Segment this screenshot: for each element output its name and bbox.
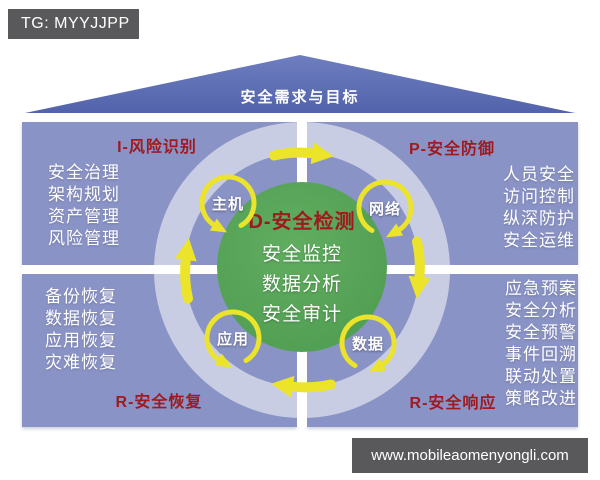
node-label-data: 数据	[351, 336, 384, 353]
security-recovery-items: 备份恢复 数据恢复 应用恢复 灾难恢复	[45, 286, 117, 374]
list-item: 应急预案	[505, 279, 577, 298]
node-label-network: 网络	[368, 201, 401, 218]
security-defense-items: 人员安全 访问控制 纵深防护 安全运维	[503, 164, 575, 252]
risk-identification-items: 安全治理 架构规划 资产管理 风险管理	[48, 162, 120, 250]
quadrant-title-security-recovery: R-安全恢复	[115, 394, 203, 411]
center-title: D-安全检测	[248, 210, 356, 233]
list-item: 事件回溯	[505, 345, 577, 364]
list-item: 安全预警	[505, 323, 577, 342]
center-line: 数据分析	[261, 273, 342, 295]
list-item: 风险管理	[48, 229, 120, 248]
center-line: 安全监控	[261, 243, 342, 265]
website-watermark: www.mobileaomenyongli.com	[352, 438, 588, 473]
list-item: 安全治理	[48, 163, 120, 182]
center-line: 安全审计	[261, 303, 342, 325]
security-response-items: 应急预案 安全分析 安全预警 事件回溯 联动处置 策略改进	[505, 278, 577, 410]
roof-label: 安全需求与目标	[240, 89, 360, 106]
tg-watermark-text: TG: MYYJJPP	[21, 15, 130, 32]
tg-watermark: TG: MYYJJPP	[8, 9, 139, 39]
list-item: 资产管理	[48, 207, 120, 226]
list-item: 访问控制	[503, 187, 575, 206]
list-item: 纵深防护	[503, 209, 575, 228]
list-item: 备份恢复	[45, 287, 117, 306]
list-item: 灾难恢复	[45, 353, 117, 372]
list-item: 人员安全	[503, 165, 575, 184]
list-item: 安全分析	[505, 301, 577, 320]
list-item: 策略改进	[505, 389, 577, 408]
list-item: 架构规划	[48, 185, 120, 204]
node-label-app: 应用	[216, 331, 249, 348]
website-watermark-text: www.mobileaomenyongli.com	[371, 447, 569, 464]
node-label-host: 主机	[211, 196, 244, 213]
list-item: 联动处置	[505, 367, 577, 386]
quadrant-title-risk-identification: I-风险识别	[117, 139, 197, 156]
quadrant-title-security-defense: P-安全防御	[408, 141, 495, 158]
quadrant-title-security-response: R-安全响应	[409, 395, 497, 412]
list-item: 应用恢复	[45, 331, 117, 350]
list-item: 安全运维	[503, 231, 575, 250]
list-item: 数据恢复	[45, 309, 117, 328]
